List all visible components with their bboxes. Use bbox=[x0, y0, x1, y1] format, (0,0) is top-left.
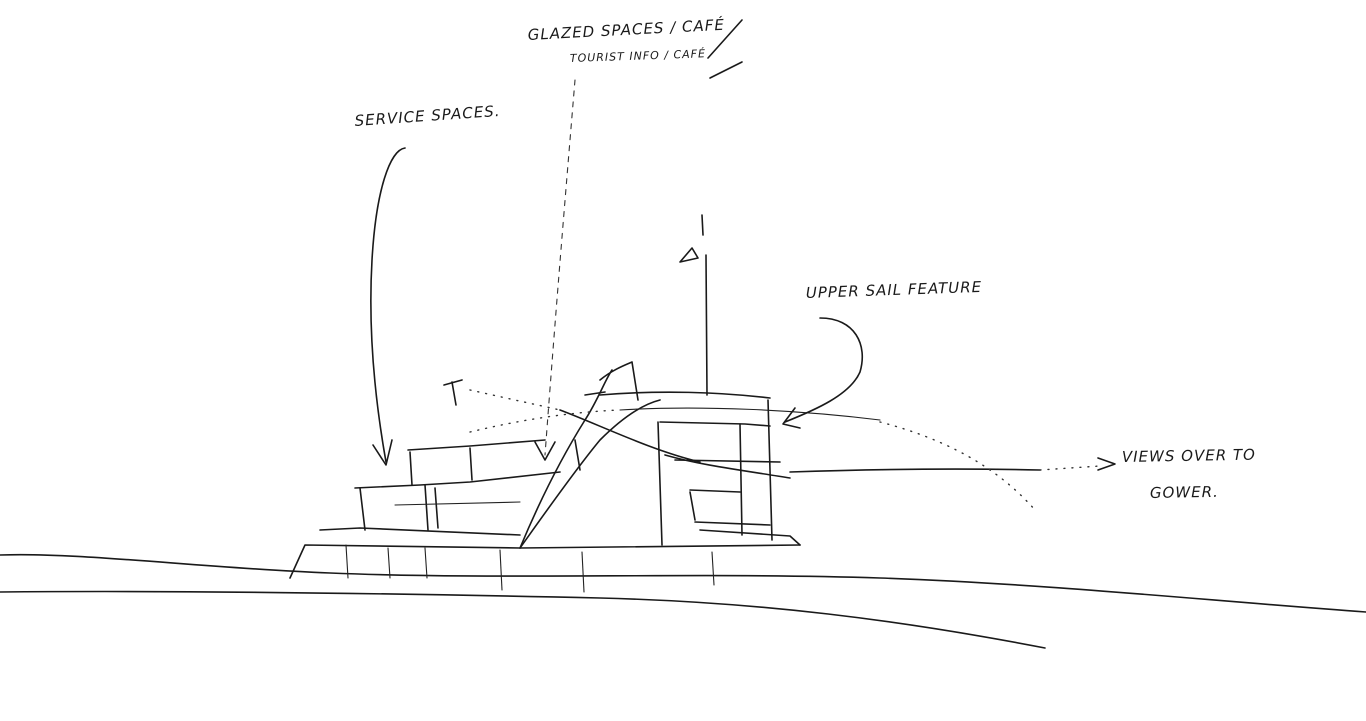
glazed-spaces-label: GLAZED SPACES / CAFÉ bbox=[527, 15, 725, 44]
ground-lines bbox=[0, 553, 1366, 649]
views-label-line-1: VIEWS OVER TO bbox=[1122, 446, 1256, 466]
sight-lines bbox=[443, 379, 1116, 511]
service-space-tiers bbox=[354, 439, 581, 531]
annotations: GLAZED SPACES / CAFÉ TOURIST INFO / CAFÉ… bbox=[354, 15, 1256, 502]
sail-wall bbox=[519, 361, 771, 549]
upper-sail-feature-label: UPPER SAIL FEATURE bbox=[806, 278, 983, 302]
glazed-block bbox=[657, 399, 801, 546]
tourist-info-label: TOURIST INFO / CAFÉ bbox=[570, 47, 707, 65]
service-spaces-label: SERVICE SPACES. bbox=[354, 102, 501, 130]
building-base bbox=[289, 527, 801, 593]
leader-arrows bbox=[370, 19, 864, 466]
views-label-line-2: GOWER. bbox=[1150, 483, 1219, 502]
mast bbox=[679, 214, 708, 396]
